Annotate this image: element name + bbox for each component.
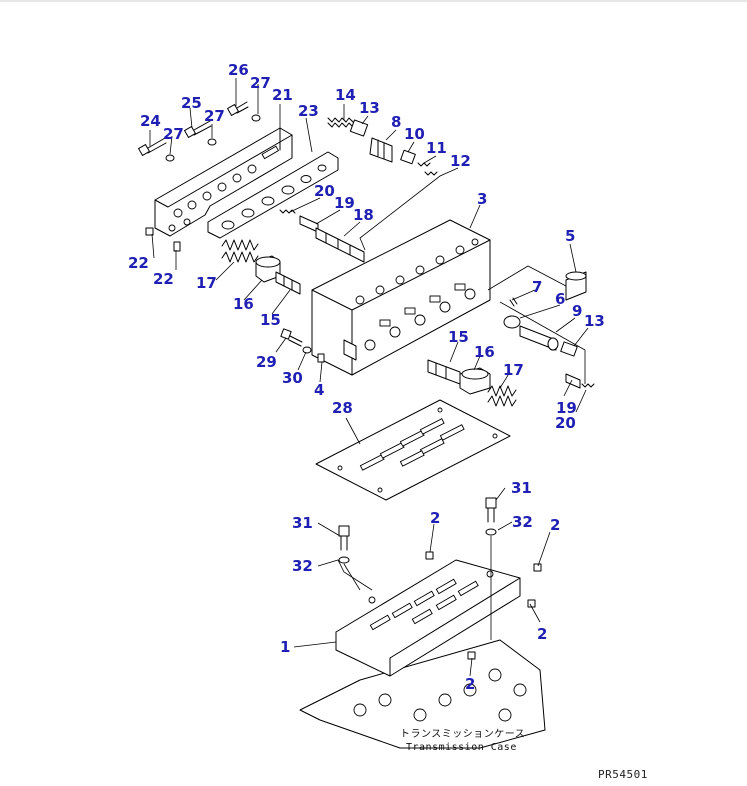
washer-27a (165, 154, 175, 162)
washer-32b (485, 528, 497, 536)
callout-19b: 19 (556, 399, 577, 417)
callout-29: 29 (256, 353, 277, 371)
callout-22a: 22 (128, 254, 149, 272)
callout-24: 24 (140, 112, 161, 130)
callout-26: 26 (228, 61, 249, 79)
case-label-en: Transmission Case (406, 742, 517, 753)
callout-14: 14 (335, 86, 356, 104)
callout-23: 23 (298, 102, 319, 120)
valve-body-3 (311, 219, 491, 376)
spool-15a (275, 271, 301, 295)
spool-8 (369, 137, 393, 163)
end-cover-21 (154, 127, 293, 237)
plug-22a (145, 227, 154, 236)
bolt-29 (280, 328, 303, 347)
callout-21: 21 (272, 86, 293, 104)
piston-19a (299, 215, 319, 233)
bolt-25 (184, 120, 212, 138)
bolt-31b (485, 497, 497, 523)
callout-31b: 31 (511, 479, 532, 497)
callout-4: 4 (314, 381, 324, 399)
callout-5: 5 (565, 227, 575, 245)
gasket-23 (207, 151, 339, 239)
callout-15b: 15 (448, 328, 469, 346)
callout-10: 10 (404, 125, 425, 143)
plug-2a (425, 551, 434, 560)
valve-plate-1 (335, 559, 521, 677)
callout-11: 11 (426, 139, 447, 157)
plug-4 (317, 353, 325, 363)
sleeve-5 (565, 271, 587, 301)
callouts: 26 27 21 25 23 14 13 27 24 27 8 10 11 12… (128, 61, 605, 693)
case-label-jp: トランスミッションケース (400, 728, 525, 740)
piston-16b (459, 367, 491, 395)
spool-15b (427, 359, 461, 385)
bolt-31a (338, 525, 350, 551)
callout-20a: 20 (314, 182, 335, 200)
callout-22b: 22 (153, 270, 174, 288)
callout-18: 18 (353, 206, 374, 224)
callout-27b: 27 (204, 107, 225, 125)
callout-28: 28 (332, 399, 353, 417)
callout-20b: 20 (555, 414, 576, 432)
washer-27c (251, 114, 261, 122)
washer-27b (207, 138, 217, 146)
callout-15a: 15 (260, 311, 281, 329)
valve-18 (315, 227, 365, 263)
callout-30: 30 (282, 369, 303, 387)
bolt-26 (227, 101, 249, 116)
callout-27c: 27 (163, 125, 184, 143)
callout-2d: 2 (465, 675, 475, 693)
plug-2d (467, 651, 476, 660)
callout-13a: 13 (359, 99, 380, 117)
plug-13b (560, 341, 578, 357)
callout-8: 8 (391, 113, 401, 131)
spring-17a (221, 239, 259, 263)
spool-9 (519, 325, 559, 351)
spring-17b (487, 385, 517, 407)
callout-13b: 13 (584, 312, 605, 330)
callout-31a: 31 (292, 514, 313, 532)
plug-6 (503, 315, 521, 329)
separator-plate-28 (315, 399, 511, 501)
callout-2a: 2 (430, 509, 440, 527)
callout-3: 3 (477, 190, 487, 208)
washer-30 (302, 346, 312, 354)
callout-17b: 17 (503, 361, 524, 379)
callout-2b: 2 (550, 516, 560, 534)
callout-16a: 16 (233, 295, 254, 313)
plug-13a (349, 119, 369, 137)
callout-32a: 32 (292, 557, 313, 575)
callout-1: 1 (280, 638, 290, 656)
callout-17a: 17 (196, 274, 217, 292)
piston-19b (565, 373, 581, 389)
washer-32a (338, 556, 350, 564)
callout-16b: 16 (474, 343, 495, 361)
transmission-case (299, 639, 546, 749)
callout-2c: 2 (537, 625, 547, 643)
plug-2b (533, 563, 542, 572)
plug-22b (173, 241, 181, 252)
document-id: PR54501 (598, 768, 648, 781)
spring-14 (327, 117, 354, 128)
callout-25: 25 (181, 94, 202, 112)
callout-9: 9 (572, 302, 582, 320)
spring-11 (417, 162, 431, 167)
spring-12 (424, 171, 438, 176)
leader-lines (149, 78, 589, 677)
callout-32b: 32 (512, 513, 533, 531)
callout-27a: 27 (250, 74, 271, 92)
callout-19a: 19 (334, 194, 355, 212)
callout-7: 7 (532, 278, 542, 296)
spring-20b (581, 383, 595, 388)
bolt-24 (138, 137, 167, 156)
callout-12: 12 (450, 152, 471, 170)
sleeve-10 (400, 149, 416, 165)
callout-6: 6 (555, 290, 565, 308)
